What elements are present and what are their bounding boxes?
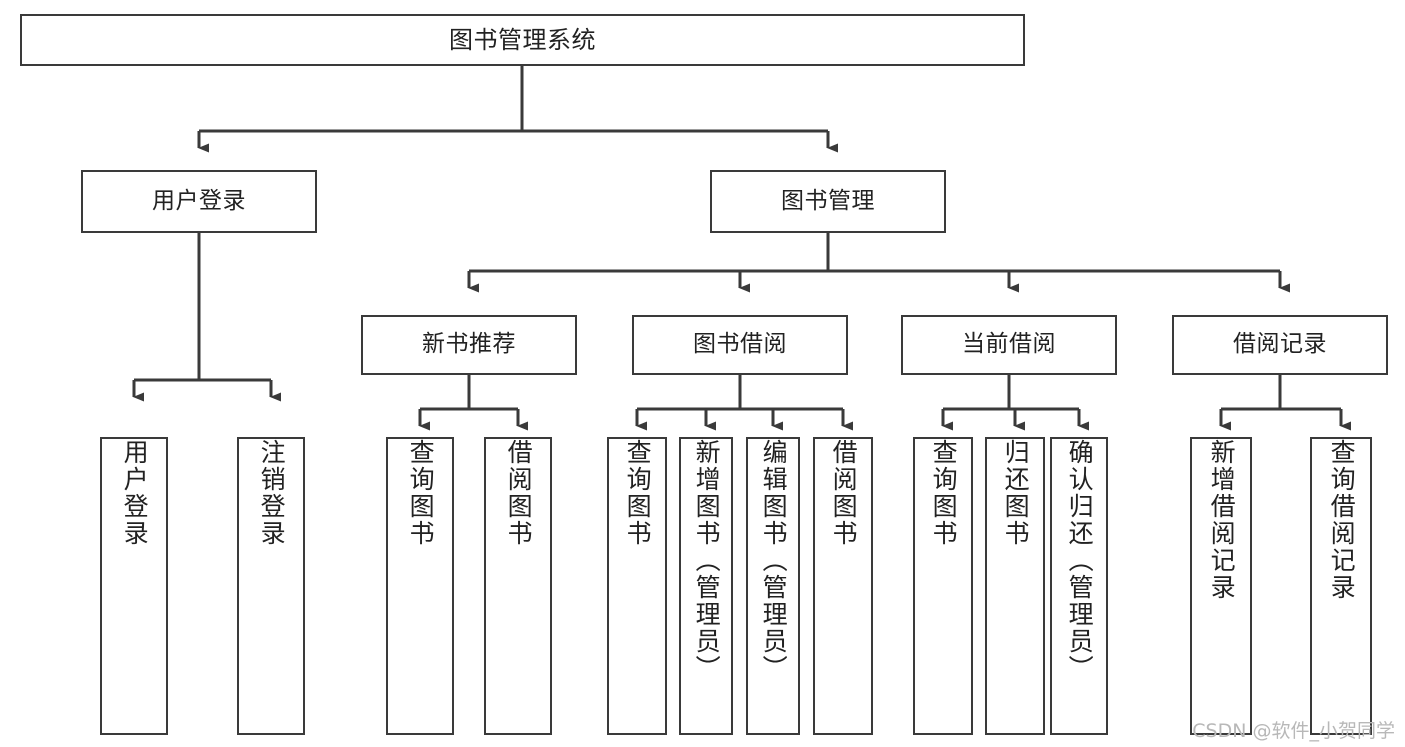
node-leaf-query-book-3[interactable]: 查询图书 — [913, 437, 973, 735]
node-leaf-query-book-2-label: 查询图书 — [623, 439, 653, 547]
node-leaf-user-login-label: 用户登录 — [120, 439, 150, 547]
node-user-login[interactable]: 用户登录 — [81, 170, 317, 233]
node-root[interactable]: 图书管理系统 — [20, 14, 1025, 66]
node-leaf-query-borrow-record-label: 查询借阅记录 — [1327, 439, 1357, 601]
watermark: CSDN @软件_小贺同学 — [1192, 720, 1395, 742]
node-new-book-recommend[interactable]: 新书推荐 — [361, 315, 577, 375]
node-leaf-query-book-3-label: 查询图书 — [929, 439, 959, 547]
node-leaf-edit-book-admin[interactable]: 编辑图书（管理员） — [746, 437, 800, 735]
node-borrow-record[interactable]: 借阅记录 — [1172, 315, 1388, 375]
node-book-borrow[interactable]: 图书借阅 — [632, 315, 848, 375]
node-current-borrow-label: 当前借阅 — [962, 331, 1056, 358]
node-user-login-label: 用户登录 — [152, 187, 246, 214]
node-leaf-query-borrow-record[interactable]: 查询借阅记录 — [1310, 437, 1372, 735]
node-book-manage-label: 图书管理 — [781, 187, 875, 214]
node-current-borrow[interactable]: 当前借阅 — [901, 315, 1117, 375]
node-leaf-query-book-1[interactable]: 查询图书 — [386, 437, 454, 735]
node-book-manage[interactable]: 图书管理 — [710, 170, 946, 233]
node-leaf-add-borrow-record-label: 新增借阅记录 — [1207, 439, 1237, 601]
node-leaf-borrow-book-1[interactable]: 借阅图书 — [484, 437, 552, 735]
node-leaf-user-logout[interactable]: 注销登录 — [237, 437, 305, 735]
node-leaf-borrow-book-2[interactable]: 借阅图书 — [813, 437, 873, 735]
node-leaf-borrow-book-2-label: 借阅图书 — [829, 439, 859, 547]
node-leaf-user-login[interactable]: 用户登录 — [100, 437, 168, 735]
node-leaf-add-book-admin[interactable]: 新增图书（管理员） — [679, 437, 733, 735]
node-leaf-return-book[interactable]: 归还图书 — [985, 437, 1045, 735]
node-leaf-user-logout-label: 注销登录 — [257, 439, 287, 547]
node-leaf-edit-book-admin-label: 编辑图书（管理员） — [759, 439, 789, 682]
node-new-book-recommend-label: 新书推荐 — [422, 331, 516, 358]
node-book-borrow-label: 图书借阅 — [693, 331, 787, 358]
node-borrow-record-label: 借阅记录 — [1233, 331, 1327, 358]
node-leaf-confirm-return-admin-label: 确认归还（管理员） — [1065, 439, 1095, 682]
node-leaf-return-book-label: 归还图书 — [1001, 439, 1031, 547]
node-leaf-add-borrow-record[interactable]: 新增借阅记录 — [1190, 437, 1252, 735]
node-root-label: 图书管理系统 — [449, 25, 596, 54]
node-leaf-borrow-book-1-label: 借阅图书 — [504, 439, 534, 547]
node-leaf-confirm-return-admin[interactable]: 确认归还（管理员） — [1050, 437, 1108, 735]
node-leaf-query-book-1-label: 查询图书 — [406, 439, 436, 547]
node-leaf-query-book-2[interactable]: 查询图书 — [607, 437, 667, 735]
node-leaf-add-book-admin-label: 新增图书（管理员） — [692, 439, 722, 682]
